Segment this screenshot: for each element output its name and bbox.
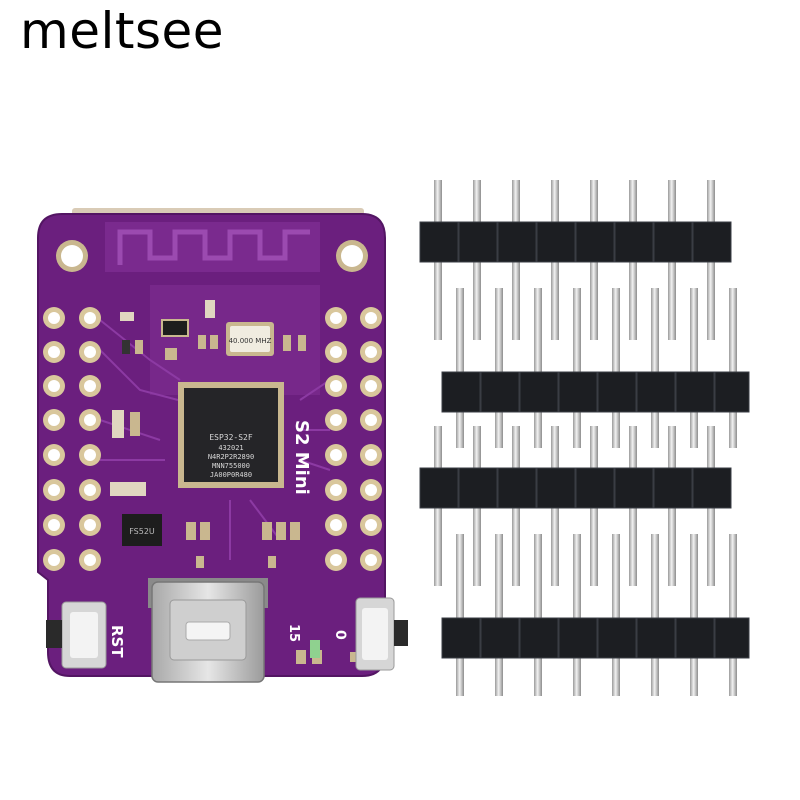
- chip-marking-line4: MNN755000: [212, 462, 250, 470]
- usb-c-connector: [148, 578, 268, 683]
- board-model-silkscreen: S2 Mini: [291, 420, 312, 495]
- regulator-label: FS52U: [129, 527, 155, 536]
- mount-hole-right: [341, 245, 363, 267]
- boot-button: 0: [332, 597, 408, 671]
- reset-label: RST: [108, 625, 126, 658]
- gpio15-label: 15: [286, 624, 301, 642]
- pin-header-4: [441, 534, 750, 696]
- pin-header-3: [419, 426, 732, 586]
- crystal-oscillator: 40.000 MHZ: [226, 322, 274, 356]
- pin-header-2: [441, 288, 750, 448]
- brand-logo-text: meltsee: [20, 2, 225, 60]
- chip-marking-line5: JA00P0R480: [210, 471, 252, 479]
- status-led: [310, 640, 320, 658]
- chip-marking-line2: 432021: [218, 444, 243, 452]
- chip-marking-line1: ESP32-S2F: [209, 433, 253, 442]
- chip-marking-line3: N4R2P2R2890: [208, 453, 254, 461]
- mount-hole-left: [61, 245, 83, 267]
- gpio0-label: 0: [332, 630, 348, 640]
- esp32-s2-mini-board: 40.000 MHZ ESP32-S2F 432021 N4R2P2R2890 …: [37, 208, 408, 683]
- right-pin-pads: [325, 307, 382, 571]
- voltage-regulator: FS52U: [122, 514, 162, 546]
- left-pin-pads: [43, 307, 101, 571]
- crystal-label: 40.000 MHZ: [229, 337, 272, 345]
- reset-button: RST: [46, 601, 126, 669]
- pcb-antenna-trace: [117, 229, 310, 265]
- esp32-s2-chip: ESP32-S2F 432021 N4R2P2R2890 MNN755000 J…: [178, 382, 284, 488]
- pin-header-1: [419, 180, 732, 340]
